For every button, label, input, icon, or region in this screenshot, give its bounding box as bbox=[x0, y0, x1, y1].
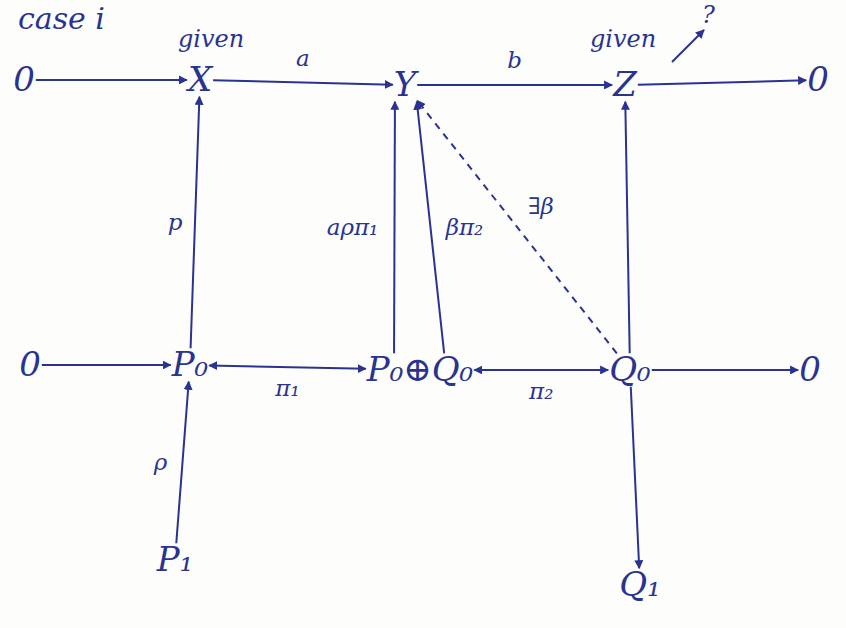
morphism-arrow bbox=[631, 387, 639, 569]
object-label: 0 bbox=[19, 344, 41, 384]
morphism-label: p bbox=[166, 210, 185, 235]
object-label: Q₁ bbox=[619, 564, 661, 604]
object-label: Y bbox=[394, 64, 416, 104]
math-object: X bbox=[183, 59, 217, 100]
morphism-label: ∃β bbox=[526, 194, 556, 219]
math-object: P₁ bbox=[152, 539, 199, 580]
morphism-arrow bbox=[652, 369, 798, 371]
math-object: 0 bbox=[794, 349, 826, 390]
morphism-label: ρ bbox=[152, 450, 170, 475]
morphism-arrow bbox=[638, 80, 806, 84]
morphism-arrow bbox=[209, 365, 366, 368]
object-label: Q₀ bbox=[609, 349, 651, 389]
math-object: 0 bbox=[8, 59, 40, 100]
morphism-label: βπ₂ bbox=[444, 215, 486, 240]
math-object: 0 bbox=[14, 344, 46, 385]
object-label: 0 bbox=[13, 59, 35, 99]
note-text: given bbox=[178, 26, 244, 52]
morphism-label: aρπ₁ bbox=[325, 215, 381, 240]
morphism-arrow bbox=[417, 102, 444, 354]
math-object: Q₁ bbox=[614, 564, 666, 605]
object-label: Z bbox=[613, 64, 637, 104]
object-label: 0 bbox=[807, 59, 829, 99]
math-object: P₀⊕Q₀ bbox=[362, 349, 479, 390]
math-object: Z bbox=[608, 64, 642, 105]
question-arrow bbox=[672, 30, 704, 62]
morphism-label: π₂ bbox=[527, 379, 555, 404]
object-label: 0 bbox=[799, 349, 821, 389]
object-label: P₁ bbox=[157, 539, 194, 579]
morphism-arrow bbox=[213, 80, 393, 84]
morphism-arrow bbox=[625, 102, 629, 354]
morphism-arrow bbox=[393, 102, 396, 354]
math-object: 0 bbox=[802, 59, 834, 100]
morphism-arrow bbox=[474, 369, 608, 371]
morphism-arrow bbox=[42, 364, 171, 366]
morphism-arrow bbox=[191, 97, 200, 349]
note-text: ? bbox=[702, 2, 715, 28]
morphism-arrow bbox=[417, 100, 617, 353]
morphism-arrow bbox=[417, 84, 612, 86]
math-object: P₀ bbox=[167, 344, 214, 385]
morphism-label: π₁ bbox=[273, 376, 301, 401]
object-label: P₀⊕Q₀ bbox=[367, 349, 474, 389]
object-label: P₀ bbox=[172, 344, 209, 384]
object-label: X bbox=[188, 59, 212, 99]
morphism-arrow bbox=[36, 79, 187, 81]
math-object: Q₀ bbox=[604, 349, 656, 390]
note-text: given bbox=[590, 26, 656, 52]
morphism-arrow bbox=[176, 382, 188, 544]
morphism-label: b bbox=[505, 48, 524, 73]
morphism-label: a bbox=[294, 46, 312, 71]
note-text: case i bbox=[18, 2, 105, 35]
math-object: Y bbox=[389, 64, 421, 105]
